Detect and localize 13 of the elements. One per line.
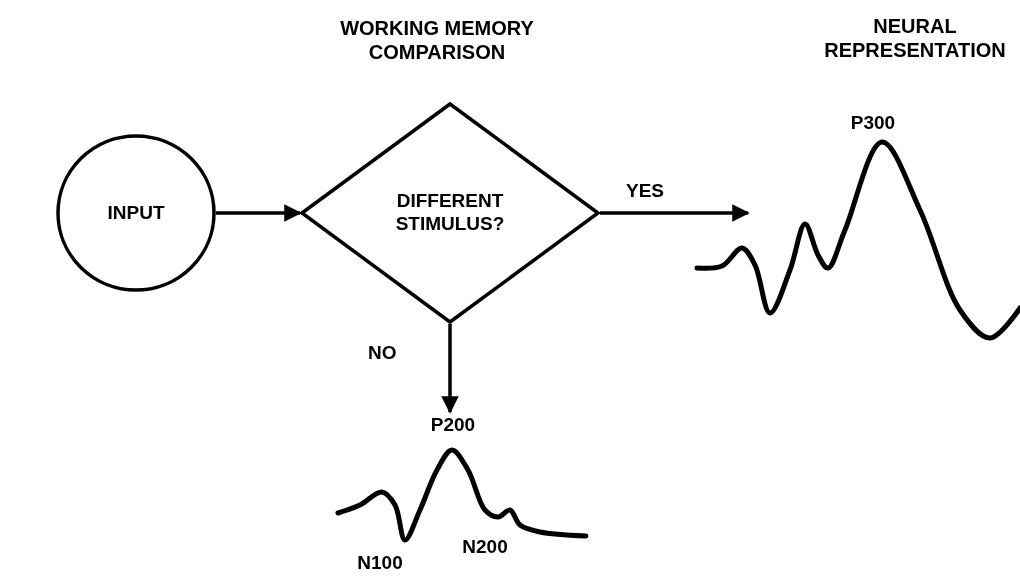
peak-label: P300 [849, 112, 897, 135]
arrow [216, 204, 302, 222]
arrow [441, 324, 459, 414]
peak-label: P200 [429, 414, 477, 437]
node-text: DIFFERENT STIMULUS? [394, 190, 506, 236]
arrow [600, 204, 750, 222]
peak-label: N200 [461, 536, 509, 559]
column-heading: WORKING MEMORY COMPARISON [339, 16, 535, 64]
column-heading: NEURAL REPRESENTATION [823, 14, 1007, 62]
decision-diamond [300, 102, 600, 324]
peak-label: N100 [356, 552, 404, 575]
node-text: INPUT [106, 201, 166, 225]
input-circle [56, 134, 216, 292]
